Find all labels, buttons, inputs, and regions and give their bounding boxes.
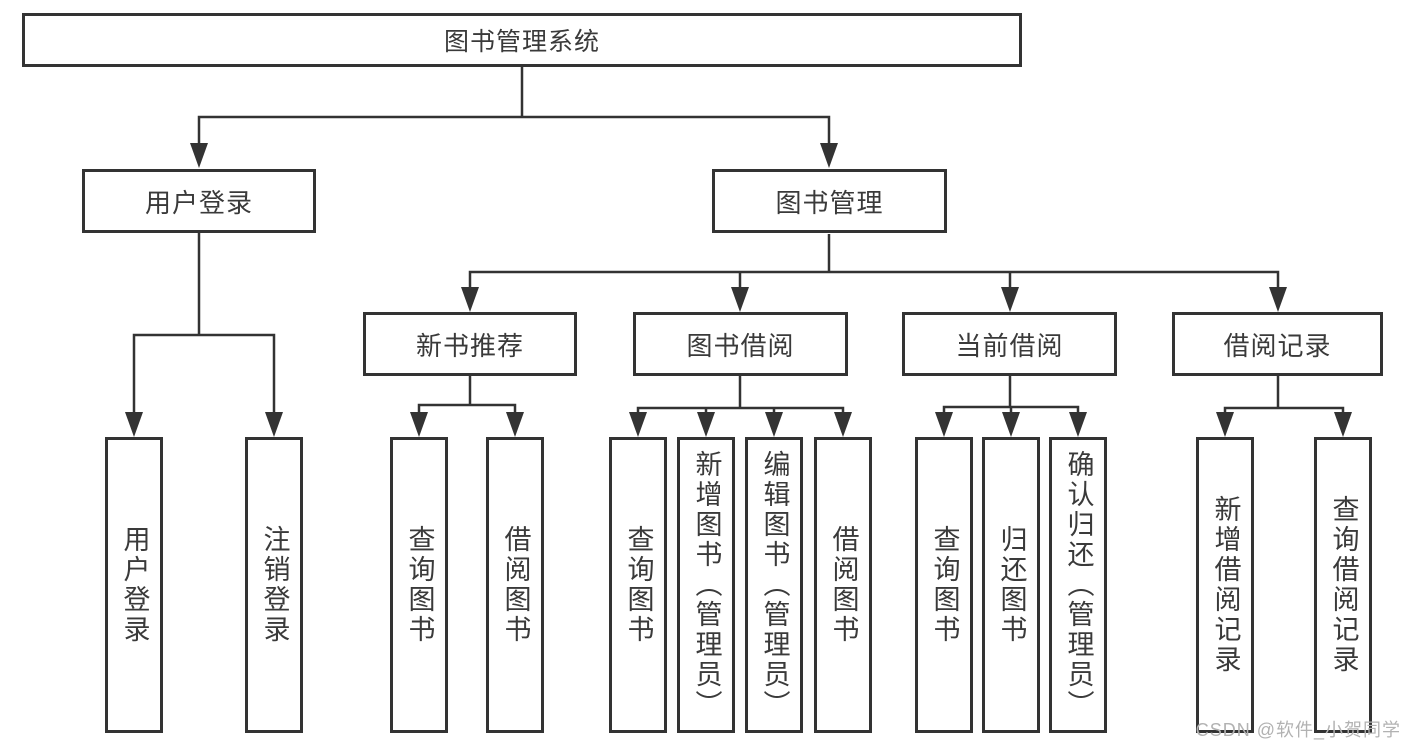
node-current-borrow: 当前借阅 bbox=[902, 312, 1117, 376]
connector-user-login bbox=[132, 233, 276, 415]
arrowhead-cb-return bbox=[1002, 412, 1020, 437]
node-label: 当前借阅 bbox=[955, 330, 1064, 361]
leaf-cb-return-books: 归还图书 bbox=[982, 437, 1040, 733]
leaf-nbr-borrow-books: 借阅图书 bbox=[486, 437, 544, 733]
leaf-br-query-record: 查询借阅记录 bbox=[1314, 437, 1372, 733]
node-label: 借阅图书 bbox=[500, 525, 531, 645]
connector-book-mgmt bbox=[468, 234, 1280, 290]
leaf-logout: 注销登录 bbox=[245, 437, 303, 733]
node-label: 新增借阅记录 bbox=[1210, 495, 1241, 675]
arrowhead-logout-leaf bbox=[265, 412, 283, 437]
node-new-book-recommend: 新书推荐 bbox=[363, 312, 577, 376]
node-label: 查询图书 bbox=[404, 525, 435, 645]
leaf-bb-edit-books-admin: 编辑图书（管理员） bbox=[745, 437, 803, 733]
arrowhead-cb-confirm bbox=[1069, 412, 1087, 437]
connector-current-borrow bbox=[942, 376, 1080, 415]
node-label: 确认归还（管理员） bbox=[1063, 450, 1094, 720]
node-label: 借阅图书 bbox=[828, 525, 859, 645]
arrowhead-user-login bbox=[190, 143, 208, 168]
node-label: 用户登录 bbox=[119, 525, 150, 645]
connector-root bbox=[197, 67, 831, 146]
arrowhead-new-book-rec bbox=[461, 287, 479, 312]
node-label: 图书管理 bbox=[775, 187, 884, 218]
csdn-watermark: CSDN @软件_小贺同学 bbox=[1195, 720, 1401, 740]
arrowhead-nbr-query bbox=[410, 412, 428, 437]
leaf-user-login: 用户登录 bbox=[105, 437, 163, 733]
arrowhead-bb-query bbox=[629, 412, 647, 437]
node-label: 查询图书 bbox=[623, 525, 654, 645]
node-label: 编辑图书（管理员） bbox=[759, 450, 790, 720]
arrowhead-nbr-borrow bbox=[506, 412, 524, 437]
node-label: 图书借阅 bbox=[686, 330, 795, 361]
node-book-borrow: 图书借阅 bbox=[633, 312, 848, 376]
node-borrow-record: 借阅记录 bbox=[1172, 312, 1383, 376]
node-label: 借阅记录 bbox=[1223, 330, 1332, 361]
arrowhead-book-mgmt bbox=[820, 143, 838, 168]
arrowhead-bb-add bbox=[697, 412, 715, 437]
node-book-management: 图书管理 bbox=[712, 169, 947, 233]
node-user-login: 用户登录 bbox=[82, 169, 316, 233]
leaf-cb-confirm-return-admin: 确认归还（管理员） bbox=[1049, 437, 1107, 733]
connector-borrow-record bbox=[1223, 376, 1345, 415]
arrowhead-bb-edit bbox=[765, 412, 783, 437]
node-label: 查询图书 bbox=[929, 525, 960, 645]
arrowhead-book-borrow bbox=[731, 287, 749, 312]
leaf-bb-borrow-books: 借阅图书 bbox=[814, 437, 872, 733]
arrowhead-current-borrow bbox=[1001, 287, 1019, 312]
leaf-bb-add-books-admin: 新增图书（管理员） bbox=[677, 437, 735, 733]
node-label: 新增图书（管理员） bbox=[691, 450, 722, 720]
connector-new-book-rec bbox=[417, 376, 517, 415]
node-label: 新书推荐 bbox=[415, 330, 524, 361]
node-library-system: 图书管理系统 bbox=[22, 13, 1022, 67]
node-label: 图书管理系统 bbox=[443, 28, 600, 56]
arrowhead-cb-query bbox=[935, 412, 953, 437]
leaf-bb-query-books: 查询图书 bbox=[609, 437, 667, 733]
leaf-br-add-record: 新增借阅记录 bbox=[1196, 437, 1254, 733]
leaf-cb-query-books: 查询图书 bbox=[915, 437, 973, 733]
arrowhead-login-leaf bbox=[125, 412, 143, 437]
leaf-nbr-query-books: 查询图书 bbox=[390, 437, 448, 733]
arrowhead-bb-borrow bbox=[834, 412, 852, 437]
arrowhead-br-query bbox=[1334, 412, 1352, 437]
node-label: 注销登录 bbox=[259, 525, 290, 645]
arrowhead-borrow-record bbox=[1269, 287, 1287, 312]
connector-book-borrow bbox=[636, 376, 845, 415]
node-label: 归还图书 bbox=[996, 525, 1027, 645]
arrowhead-br-add bbox=[1216, 412, 1234, 437]
node-label: 用户登录 bbox=[144, 187, 253, 218]
node-label: 查询借阅记录 bbox=[1328, 495, 1359, 675]
